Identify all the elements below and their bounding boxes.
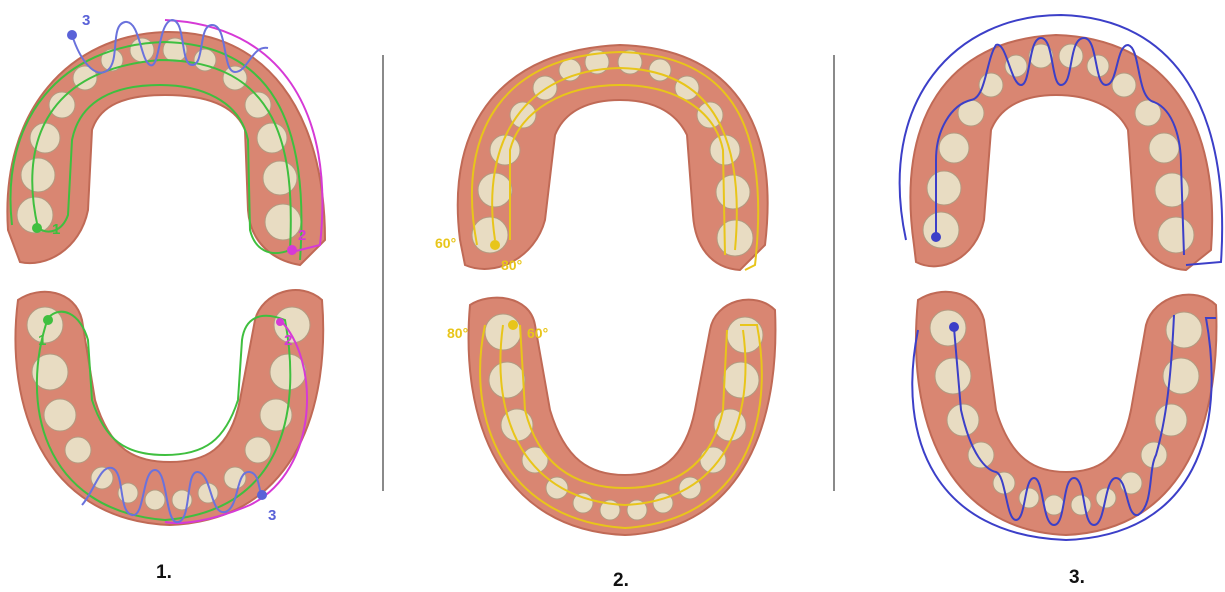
upper-arch-2 (458, 45, 768, 270)
angle-label-lower-left: 80° (447, 325, 468, 341)
marker-upper-3 (931, 232, 941, 242)
angle-label-upper-right: 80° (501, 257, 522, 273)
caption-2: 2. (613, 570, 629, 592)
marker-label-2-lower: 2 (284, 332, 292, 349)
panel-1: 1 2 3 1 2 3 1. (0, 0, 380, 592)
panel-1-diagram: 1 2 3 1 2 3 (0, 0, 380, 592)
divider-right (833, 55, 835, 491)
lower-arch-1 (15, 290, 323, 525)
angle-label-upper-left: 60° (435, 235, 456, 251)
panel-3: 3. (836, 0, 1225, 592)
angle-label-lower-right: 60° (527, 325, 548, 341)
marker-label-3-upper: 3 (82, 12, 90, 29)
marker-lower-3 (949, 322, 959, 332)
marker-label-3-lower: 3 (268, 507, 276, 524)
marker-label-1-lower: 1 (38, 332, 46, 349)
divider-left (382, 55, 384, 491)
angle-point-lower (508, 320, 518, 330)
panel-3-diagram (836, 0, 1225, 592)
caption-1: 1. (156, 562, 172, 584)
marker-label-2-upper: 2 (298, 227, 306, 244)
angle-point-upper (490, 240, 500, 250)
panel-2-diagram: 60° 80° 80° 60° (385, 0, 833, 592)
panel-2: 60° 80° 80° 60° 2. (385, 0, 833, 592)
caption-3: 3. (1069, 567, 1085, 589)
marker-label-1-upper: 1 (52, 221, 60, 238)
upper-arch-3 (910, 35, 1212, 270)
lower-arch-2 (469, 298, 776, 535)
